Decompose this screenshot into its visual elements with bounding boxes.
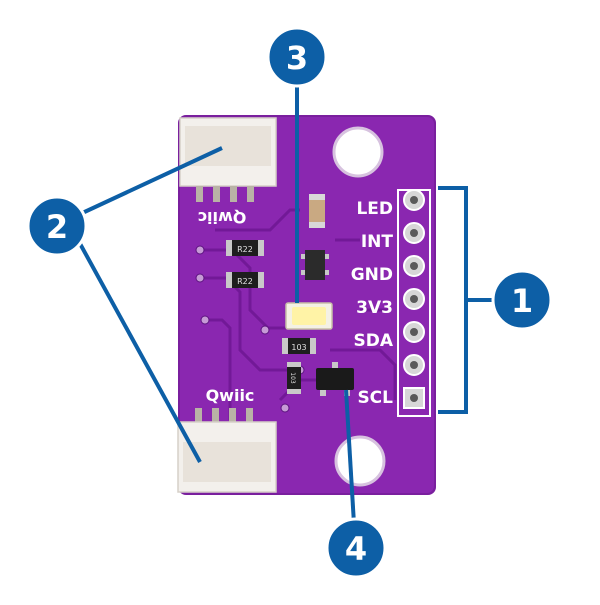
- qwiic-label-top: Qwiic: [198, 208, 247, 227]
- svg-text:3: 3: [286, 39, 308, 77]
- capacitor-c1: 103: [282, 338, 316, 354]
- svg-text:103: 103: [289, 372, 296, 384]
- capacitor-c2: 103: [287, 362, 301, 394]
- pin-label-int: INT: [361, 232, 394, 252]
- capacitor-top: [309, 194, 325, 228]
- pin-header: [397, 189, 431, 417]
- svg-text:R22: R22: [237, 245, 253, 254]
- callout-1: 1: [491, 269, 553, 331]
- callout-2: 2: [26, 195, 88, 257]
- pin-label-gnd: GND: [351, 265, 393, 285]
- pin-label-3v3: 3V3: [356, 298, 393, 318]
- svg-text:4: 4: [345, 530, 367, 568]
- resistor-r1: R22: [226, 240, 264, 256]
- pin-label-led: LED: [356, 199, 393, 219]
- pin-label-sda: SDA: [353, 331, 393, 351]
- svg-text:103: 103: [291, 343, 306, 352]
- svg-text:R22: R22: [237, 277, 253, 286]
- led-component: [285, 302, 333, 330]
- qwiic-connector-bottom: [177, 408, 277, 493]
- pin-label-scl: SCL: [357, 388, 393, 408]
- callout-lines: [76, 86, 496, 525]
- mounting-hole-top: [332, 126, 384, 178]
- callout-4: 4: [325, 517, 387, 579]
- resistor-r2: R22: [226, 272, 264, 288]
- svg-text:1: 1: [511, 282, 533, 320]
- mounting-hole-bottom: [334, 435, 386, 487]
- small-ic: [301, 250, 329, 280]
- qwiic-label-bottom: Qwiic: [206, 386, 255, 405]
- qwiic-connector-top: [179, 117, 277, 202]
- svg-text:2: 2: [46, 208, 68, 246]
- callout-3: 3: [266, 26, 328, 88]
